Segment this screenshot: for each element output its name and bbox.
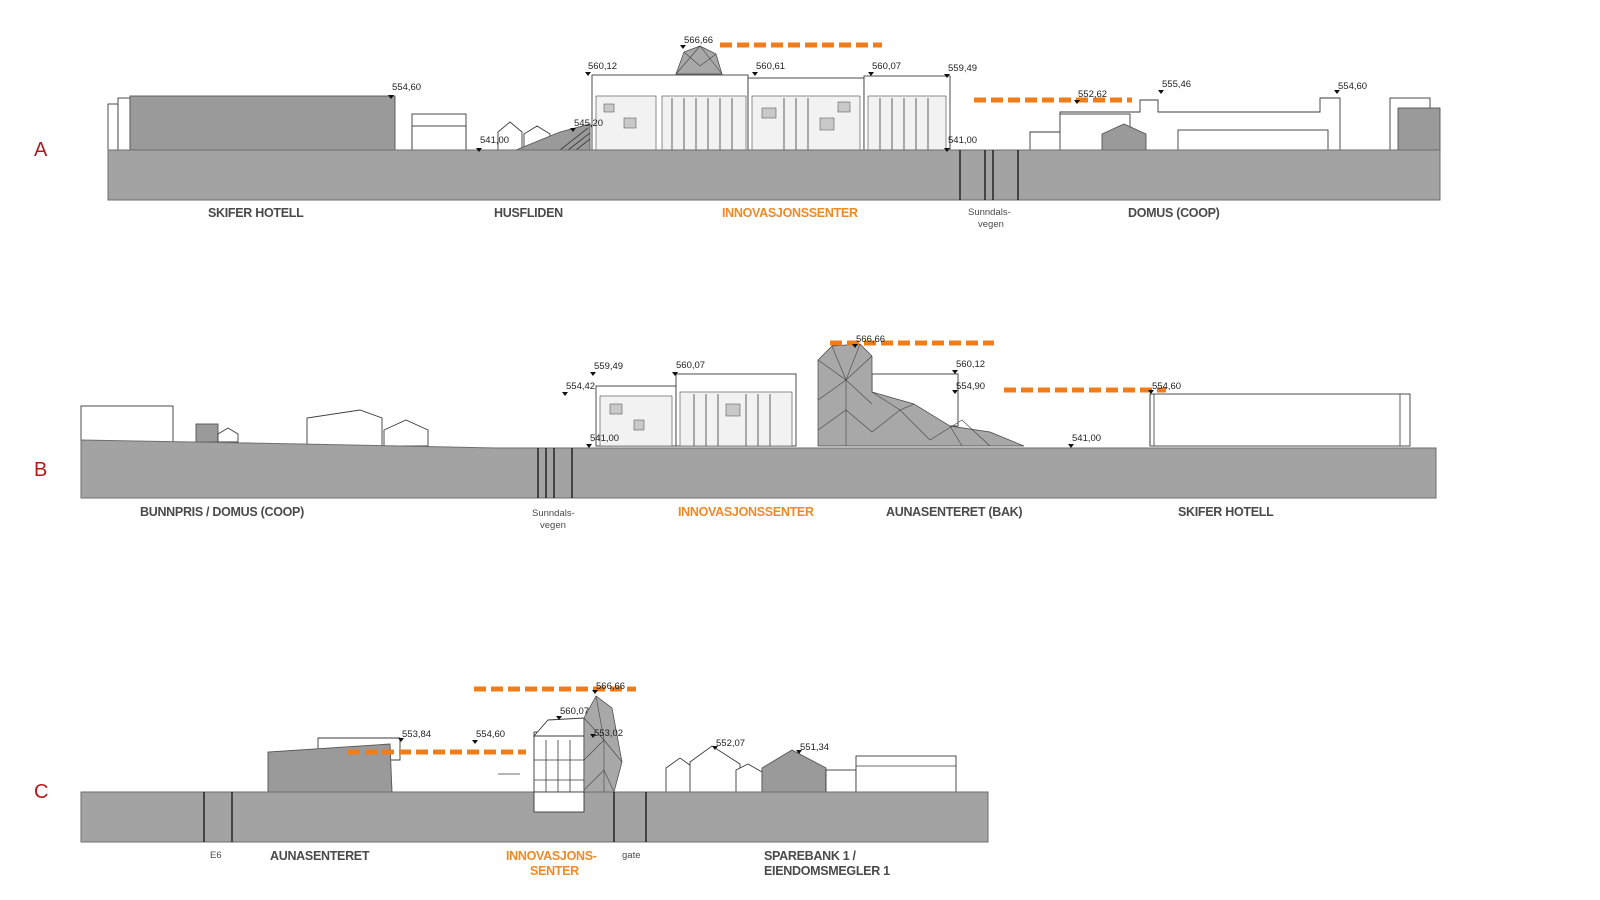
ground-section-c — [80, 791, 989, 843]
label-domus-a: DOMUS (COOP) — [1128, 206, 1220, 220]
ground-section-a — [107, 149, 1441, 201]
svg-text:566,66: 566,66 — [684, 35, 713, 46]
label-road-b-2: vegen — [540, 520, 566, 531]
small-house-b — [217, 427, 239, 443]
svg-text:555,46: 555,46 — [1162, 79, 1191, 90]
svg-text:554,60: 554,60 — [1152, 381, 1181, 392]
eiendomsmegler-building — [855, 755, 957, 793]
svg-text:560,12: 560,12 — [956, 359, 985, 370]
label-aunasenteret-bak-b: AUNASENTERET (BAK) — [886, 505, 1022, 519]
elevation-markers-a: 554,60 541,00 545,20 560,12 566,66 560,6… — [388, 35, 1367, 152]
skifer-hotell-annex-2 — [117, 97, 131, 151]
svg-text:553,84: 553,84 — [402, 729, 431, 740]
elevation-markers-b: 559,49 554,42 541,00 560,07 566,66 560,1… — [562, 334, 1181, 448]
domus-annex — [1177, 129, 1329, 151]
svg-text:554,60: 554,60 — [392, 82, 421, 93]
sparebank-low-block — [825, 769, 857, 793]
label-innovasjonssenter-b: INNOVASJONSSENTER — [678, 505, 814, 519]
label-innovasjonssenter-c-1: INNOVASJONS- — [506, 849, 597, 863]
label-sparebank-c: SPAREBANK 1 / — [764, 849, 857, 863]
innovasjonssenter-c-roof — [533, 717, 585, 737]
label-gate-c: gate — [622, 850, 641, 861]
svg-text:541,00: 541,00 — [480, 135, 509, 146]
sparebank-grey-gable — [761, 749, 827, 793]
svg-text:560,12: 560,12 — [588, 61, 617, 72]
section-a: A — [34, 35, 1441, 230]
innovasjonssenter-b-facade — [599, 391, 793, 447]
svg-text:541,00: 541,00 — [948, 135, 977, 146]
domus-building-b — [306, 409, 383, 447]
sparebank-house-2 — [689, 745, 741, 793]
sparebank-house-3 — [735, 763, 763, 793]
innovasjonssenter-a-facade — [595, 95, 947, 151]
svg-text:541,00: 541,00 — [590, 433, 619, 444]
section-b: B — [34, 334, 1437, 531]
small-grey-block-b — [195, 423, 219, 443]
building-small-a-lower — [411, 125, 467, 151]
label-road-a-2: vegen — [978, 219, 1004, 230]
label-skifer-hotell-a: SKIFER HOTELL — [208, 206, 304, 220]
label-innovasjonssenter-c-2: SENTER — [530, 864, 579, 878]
label-bunnpris-b: BUNNPRIS / DOMUS (COOP) — [140, 505, 304, 519]
svg-text:545,20: 545,20 — [574, 118, 603, 129]
svg-text:553,02: 553,02 — [594, 728, 623, 739]
label-husfliden-a: HUSFLIDEN — [494, 206, 563, 220]
svg-text:560,07: 560,07 — [676, 360, 705, 371]
svg-text:541,00: 541,00 — [1072, 433, 1101, 444]
elevation-markers-c: 553,84 554,60 566,66 560,07 553,02 552,0… — [398, 681, 829, 754]
svg-text:554,60: 554,60 — [476, 729, 505, 740]
skifer-hotell-building — [129, 95, 396, 151]
svg-text:554,42: 554,42 — [566, 381, 595, 392]
section-b-letter: B — [34, 459, 47, 481]
svg-text:560,07: 560,07 — [872, 61, 901, 72]
ground-section-b — [80, 439, 1437, 499]
section-a-letter: A — [34, 139, 48, 161]
section-c-letter: C — [34, 781, 48, 803]
svg-text:560,07: 560,07 — [560, 706, 589, 717]
svg-text:552,62: 552,62 — [1078, 89, 1107, 100]
svg-text:566,66: 566,66 — [856, 334, 885, 345]
label-eiendomsmegler-c: EIENDOMSMEGLER 1 — [764, 864, 890, 878]
label-aunasenteret-c: AUNASENTERET — [270, 849, 370, 863]
svg-text:566,66: 566,66 — [596, 681, 625, 692]
innovasjonssenter-a-tower — [675, 45, 723, 75]
skifer-hotell-b — [1149, 393, 1411, 447]
skifer-hotell-annex — [107, 103, 119, 151]
label-skifer-hotell-b: SKIFER HOTELL — [1178, 505, 1274, 519]
bunnpris-building — [80, 405, 174, 443]
gable-building-b — [383, 419, 429, 447]
svg-text:560,61: 560,61 — [756, 61, 785, 72]
svg-text:554,60: 554,60 — [1338, 81, 1367, 92]
building-right-a-grey — [1397, 107, 1441, 151]
label-e6-c: E6 — [210, 850, 222, 861]
section-c: C 5 — [34, 681, 989, 878]
svg-text:559,49: 559,49 — [594, 361, 623, 372]
svg-text:554,90: 554,90 — [956, 381, 985, 392]
svg-text:559,49: 559,49 — [948, 63, 977, 74]
svg-text:551,34: 551,34 — [800, 742, 829, 753]
label-road-a-1: Sunndals- — [968, 207, 1011, 218]
label-road-b-1: Sunndals- — [532, 508, 575, 519]
label-innovasjonssenter-a: INNOVASJONSSENTER — [722, 206, 858, 220]
svg-text:552,07: 552,07 — [716, 738, 745, 749]
